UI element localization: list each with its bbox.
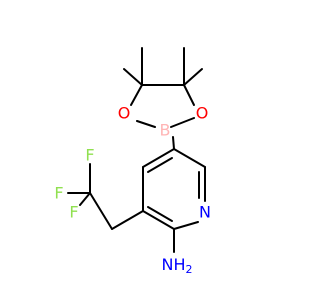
bond-c1-o1	[130, 84, 143, 106]
oxygen-2-label: O	[196, 104, 209, 123]
bond-o1-b	[136, 120, 156, 128]
bond-c2-c3-inner	[147, 206, 173, 222]
fluorine-1-label: F	[85, 146, 94, 165]
bond-c5-c6	[173, 148, 206, 168]
boron-label: B	[160, 121, 171, 140]
bond-n-c2	[173, 221, 199, 230]
bond-cf3-f3	[79, 192, 91, 206]
bond-c2-methyl-b	[183, 68, 203, 86]
bond-c4-c5	[142, 148, 175, 168]
fluorine-3-label: F	[69, 203, 78, 222]
bond-ch2-cf3	[89, 192, 113, 230]
amine-label-main: NH	[162, 255, 186, 274]
chemical-structure-diagram: O O B N NH2 F F F	[54, 47, 211, 276]
bond-c1-methyl-a	[123, 68, 143, 86]
bonds	[67, 47, 206, 253]
bond-c3-ch2	[111, 210, 144, 230]
fluorine-2-label: F	[54, 184, 63, 203]
atom-labels: O O B N NH2 F F F	[54, 104, 211, 276]
amine-label-subscript: 2	[186, 263, 193, 276]
bond-c2-o2	[183, 84, 195, 106]
bond-o2-b	[170, 117, 195, 128]
pyridine-nitrogen-label: N	[199, 203, 211, 222]
bond-c4-c5-inner	[147, 157, 173, 173]
bond-c2-c3	[142, 210, 175, 230]
oxygen-1-label: O	[118, 104, 131, 123]
bond-b-c5	[172, 136, 175, 150]
amine-label: NH2	[162, 255, 193, 276]
